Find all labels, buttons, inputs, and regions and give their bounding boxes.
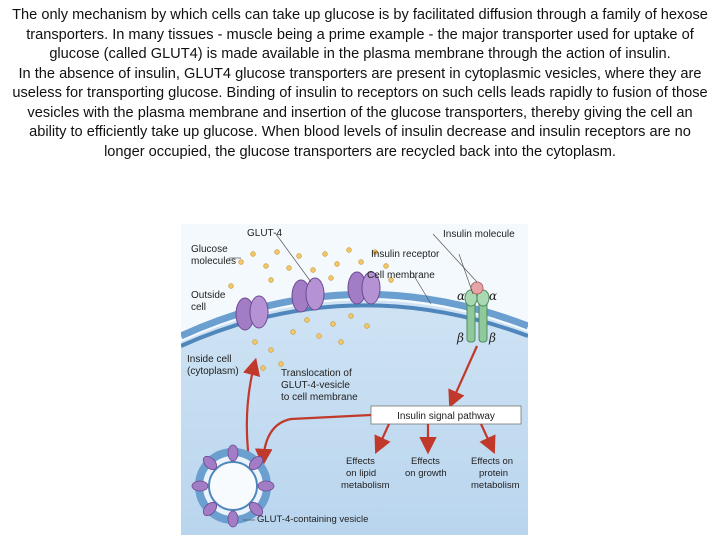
diagram-svg: α α β β GLUT-4 Glucose molecules Outside… bbox=[181, 224, 528, 535]
glucose-label-2: molecules bbox=[191, 256, 236, 267]
effect2-line2: on growth bbox=[405, 468, 447, 479]
insulin-receptor bbox=[464, 289, 490, 343]
inside-label-1: Inside cell bbox=[187, 354, 231, 365]
effect3-line1: Effects on bbox=[471, 456, 513, 467]
paragraph-1: The only mechanism by which cells can ta… bbox=[12, 7, 708, 62]
glut4-transporter-1 bbox=[235, 295, 269, 331]
alpha-left: α bbox=[457, 289, 465, 303]
outside-label-1: Outside bbox=[191, 290, 226, 301]
effect1-line2: on lipid bbox=[346, 468, 376, 479]
effect-arrow-lipid bbox=[374, 423, 391, 454]
alpha-right: α bbox=[489, 289, 497, 303]
vesicle-transporters bbox=[191, 444, 275, 528]
translocation-label-2: GLUT-4-vesicle bbox=[281, 380, 350, 391]
outside-label-2: cell bbox=[191, 302, 206, 313]
beta-right: β bbox=[488, 331, 496, 345]
glut4-label: GLUT-4 bbox=[247, 228, 282, 239]
effect1-line3: metabolism bbox=[341, 480, 390, 491]
glut4-insulin-diagram: α α β β GLUT-4 Glucose molecules Outside… bbox=[181, 224, 528, 535]
cell-membrane-label: Cell membrane bbox=[367, 270, 435, 281]
beta-left: β bbox=[456, 331, 464, 345]
leader-lines bbox=[229, 233, 478, 305]
translocation-label-3: to cell membrane bbox=[281, 392, 358, 403]
effect3-line2: protein bbox=[479, 468, 508, 479]
glut4-transporter-2 bbox=[291, 277, 325, 313]
glucose-label-1: Glucose bbox=[191, 244, 228, 255]
signal-pathway-label: Insulin signal pathway bbox=[397, 411, 495, 422]
glucose-molecules-inside bbox=[252, 313, 370, 371]
pathway-vesicle-arrow bbox=[254, 413, 372, 467]
glucose-molecules-outside bbox=[228, 247, 394, 289]
glut4-transporter-3 bbox=[347, 271, 381, 305]
effect-arrow-protein bbox=[479, 423, 496, 454]
paragraph-2: In the absence of insulin, GLUT4 glucose… bbox=[12, 65, 708, 160]
insulin-receptor-label: Insulin receptor bbox=[371, 249, 440, 260]
effect1-line1: Effects bbox=[346, 456, 375, 467]
text-block: The only mechanism by which cells can ta… bbox=[8, 6, 712, 162]
insulin-molecule-label: Insulin molecule bbox=[443, 229, 515, 240]
vesicle-label: GLUT-4-containing vesicle bbox=[257, 514, 368, 525]
inside-label-2: (cytoplasm) bbox=[187, 366, 239, 377]
effect3-line3: metabolism bbox=[471, 480, 520, 491]
insulin-molecule bbox=[470, 281, 484, 295]
receptor-signal-arrow bbox=[448, 345, 479, 409]
translocation-label-1: Translocation of bbox=[281, 368, 352, 379]
effect2-line1: Effects bbox=[411, 456, 440, 467]
